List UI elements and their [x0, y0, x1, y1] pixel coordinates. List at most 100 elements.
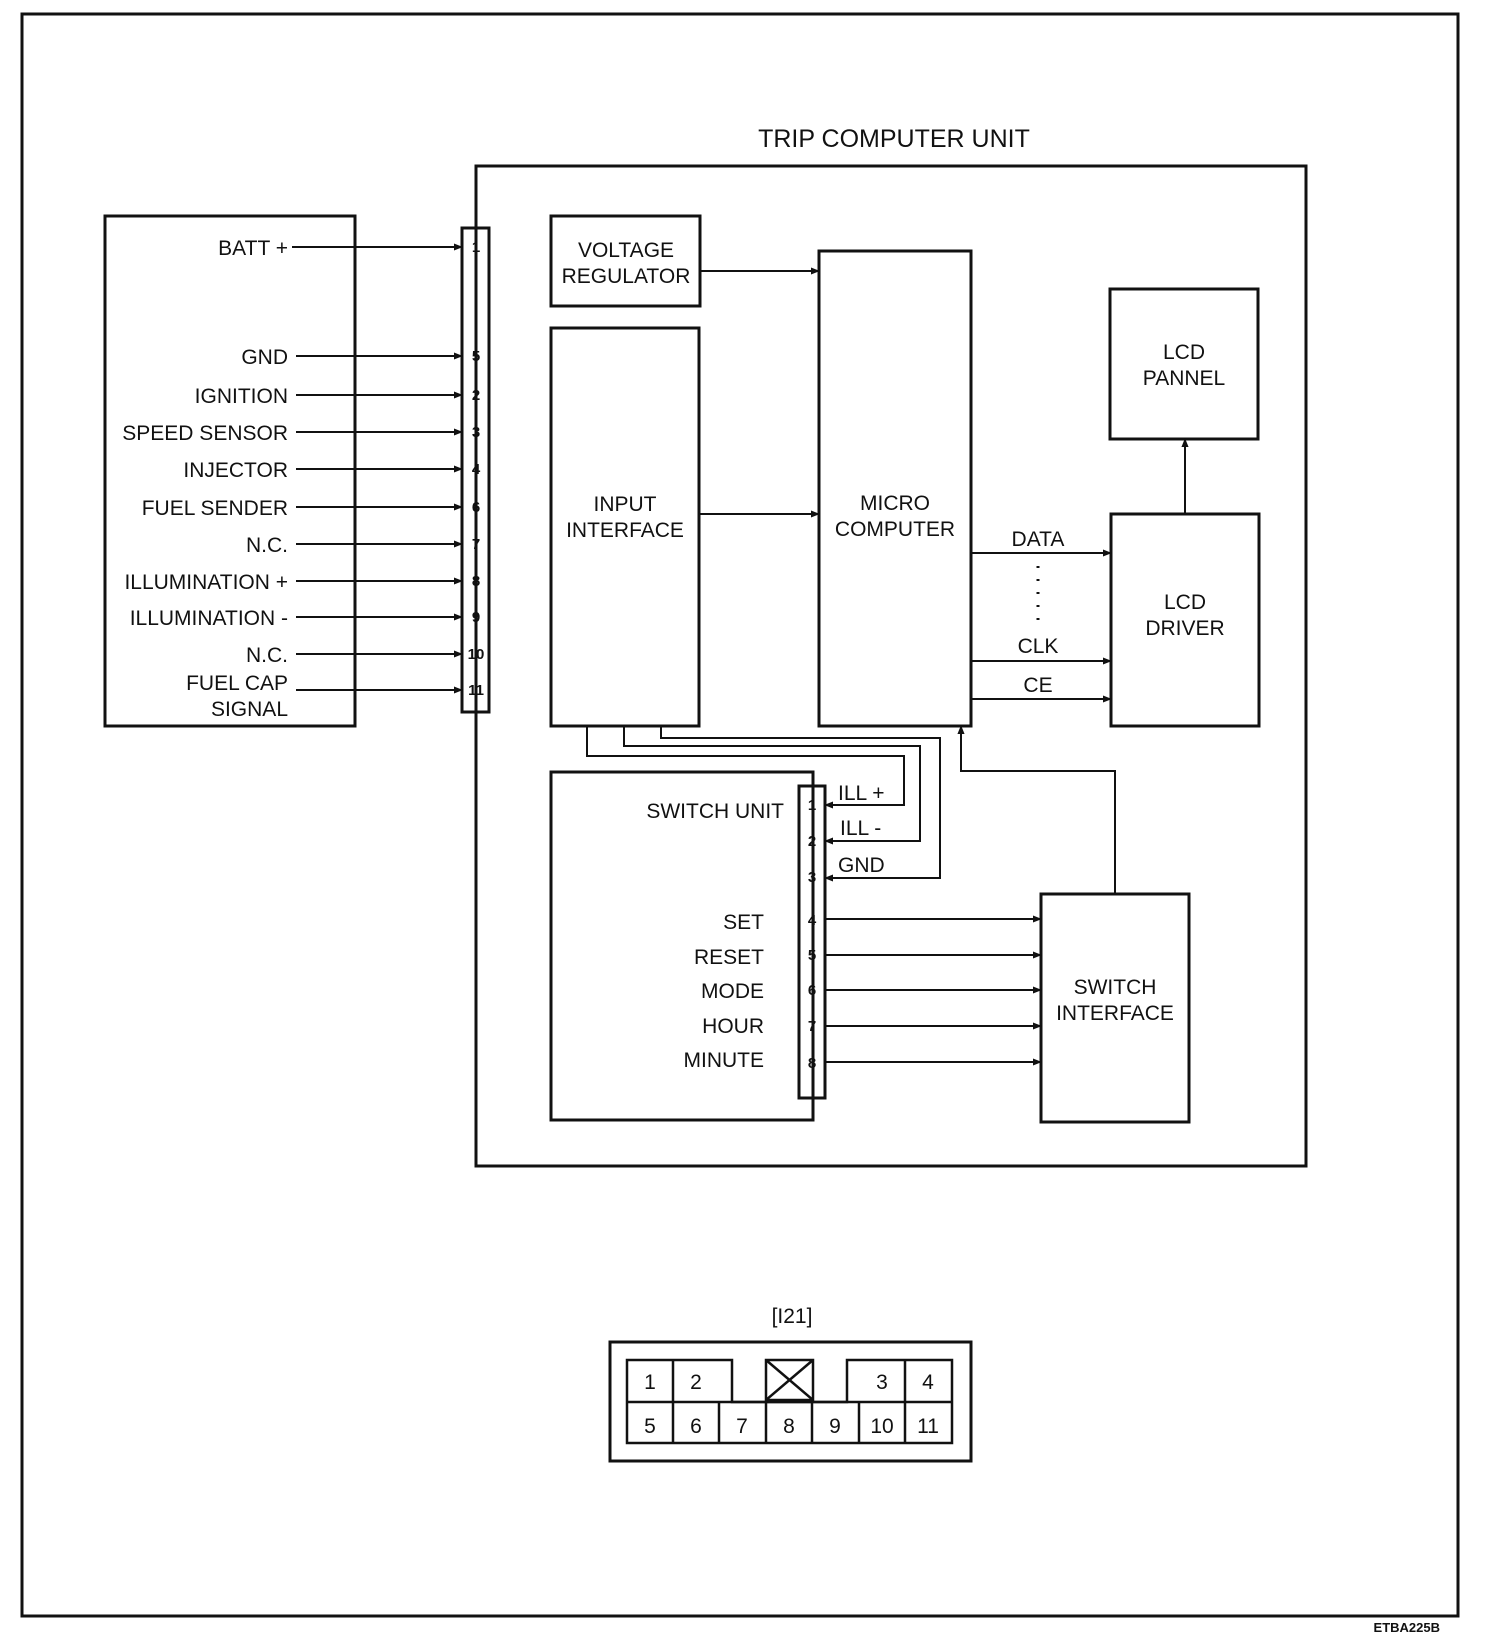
voltage-regulator-label-line2: REGULATOR — [562, 265, 691, 288]
switch-pin-8: MINUTE 8 — [684, 1049, 1042, 1072]
signal-fuel-cap: FUEL CAP SIGNAL 11 — [186, 672, 484, 721]
connector-name: [I21] — [772, 1305, 813, 1328]
micro-computer-label-line1: MICRO — [860, 492, 930, 515]
connector-pin: 3 — [876, 1371, 888, 1394]
left-signals: BATT + 1 GND 5 IGNITION 2 SPEED SENSOR 3… — [122, 237, 484, 721]
bus-label-clk: CLK — [1018, 635, 1059, 658]
signal-pin: 7 — [472, 536, 480, 553]
signal-label: GND — [241, 346, 288, 369]
switch-pin-6: MODE 6 — [701, 980, 1042, 1003]
signal-speed-sensor: SPEED SENSOR 3 — [122, 422, 480, 445]
switch-button-label: HOUR — [702, 1015, 764, 1038]
connector-housing — [608, 1340, 973, 1463]
switch-pin-number: 3 — [808, 869, 816, 886]
connector-pin: 4 — [922, 1371, 934, 1394]
signal-pin: 11 — [468, 682, 484, 699]
connector-pin: 10 — [870, 1415, 893, 1438]
diagram-title: TRIP COMPUTER UNIT — [758, 125, 1030, 153]
switch-pin-2: 2 ILL - — [808, 817, 881, 850]
input-interface-block: INPUT INTERFACE — [549, 326, 701, 728]
signal-pin: 2 — [472, 387, 480, 404]
internal-wiring: DATA CLK CE — [586, 267, 1189, 894]
signal-pin: 3 — [472, 424, 480, 441]
switch-unit-box — [549, 770, 815, 1122]
signal-label: N.C. — [246, 644, 288, 667]
signal-pin: 10 — [468, 646, 485, 663]
connector-pin: 5 — [644, 1415, 656, 1438]
switch-pin-1: 1 ILL + — [808, 782, 885, 814]
micro-computer-block: MICRO COMPUTER — [817, 249, 973, 728]
connector-pin: 8 — [783, 1415, 795, 1438]
signal-injector: INJECTOR 4 — [183, 459, 480, 482]
signal-nc-7: N.C. 7 — [246, 534, 480, 557]
switch-button-label: SET — [723, 911, 764, 934]
signal-illumination-plus: ILLUMINATION + 8 — [124, 571, 480, 594]
connector-pin: 2 — [690, 1371, 702, 1394]
signal-illumination-minus: ILLUMINATION - 9 — [130, 607, 480, 630]
signal-label: IGNITION — [195, 385, 288, 408]
signal-label: FUEL SENDER — [142, 497, 288, 520]
figure-code: ETBA225B — [1374, 1620, 1440, 1635]
ill-minus-wire — [623, 726, 921, 845]
switch-pin-7: HOUR 7 — [702, 1015, 1042, 1038]
switch-button-label: MINUTE — [684, 1049, 765, 1072]
signal-pin: 6 — [472, 499, 480, 516]
switch-wire-label: ILL - — [840, 817, 881, 840]
signal-pin: 9 — [472, 609, 480, 626]
lcd-driver-label-line2: DRIVER — [1145, 617, 1224, 640]
micro-computer-box — [817, 249, 973, 728]
voltage-regulator-block: VOLTAGE REGULATOR — [549, 214, 702, 308]
signal-label: SPEED SENSOR — [122, 422, 288, 445]
signal-ignition: IGNITION 2 — [195, 385, 481, 408]
signal-pin: 5 — [472, 348, 480, 365]
lcd-pannel-label-line1: LCD — [1163, 341, 1205, 364]
connector-pin: 7 — [736, 1415, 748, 1438]
signal-pin: 1 — [472, 239, 480, 256]
switch-unit-block: SWITCH UNIT — [549, 770, 827, 1122]
bus-label-data: DATA — [1012, 528, 1065, 551]
switch-pin-number: 4 — [808, 912, 817, 929]
signal-pin: 4 — [472, 461, 481, 478]
switch-pin-number: 6 — [808, 982, 816, 999]
switch-interface-label-line2: INTERFACE — [1056, 1002, 1174, 1025]
switch-pin-3: 3 GND — [808, 854, 885, 886]
signal-label: BATT + — [218, 237, 288, 260]
switch-interface-block: SWITCH INTERFACE — [1039, 892, 1191, 1124]
connector-face-view: [I21] 1 2 3 4 5 6 7 8 9 10 11 — [608, 1305, 973, 1463]
switch-button-label: RESET — [694, 946, 764, 969]
connector-cavity-outline — [625, 1358, 954, 1445]
switch-pin-number: 8 — [808, 1055, 816, 1072]
input-interface-label-line1: INPUT — [594, 493, 657, 516]
signal-gnd: GND 5 — [241, 346, 480, 369]
micro-computer-label-line2: COMPUTER — [835, 518, 955, 541]
connector-pin: 6 — [690, 1415, 702, 1438]
switch-unit-label: SWITCH UNIT — [646, 800, 784, 823]
trip-computer-unit-box — [474, 164, 1308, 1168]
bus-label-ce: CE — [1023, 674, 1052, 697]
switch-interface-label-line1: SWITCH — [1074, 976, 1157, 999]
lcd-driver-label-line1: LCD — [1164, 591, 1206, 614]
signal-label-line2: SIGNAL — [211, 698, 288, 721]
switch-interface-to-micro-wire — [957, 725, 1116, 894]
connector-pin: 9 — [829, 1415, 841, 1438]
signal-batt-plus: BATT + 1 — [218, 237, 480, 260]
connector-pin: 11 — [917, 1415, 939, 1438]
switch-pin-number: 1 — [808, 797, 816, 814]
voltage-regulator-label-line1: VOLTAGE — [578, 239, 674, 262]
switch-pin-number: 2 — [808, 833, 816, 850]
signal-pin: 8 — [472, 573, 480, 590]
outer-frame — [20, 12, 1460, 1618]
input-interface-label-line2: INTERFACE — [566, 519, 684, 542]
connector-lock-icon — [764, 1358, 815, 1402]
signal-nc-10: N.C. 10 — [246, 644, 484, 667]
switch-wire-label: ILL + — [838, 782, 885, 805]
switch-pin-number: 5 — [808, 947, 816, 964]
signal-label: INJECTOR — [183, 459, 288, 482]
lcd-pannel-box — [1108, 287, 1260, 441]
switch-unit-connector — [797, 784, 827, 1100]
signal-label: ILLUMINATION + — [124, 571, 288, 594]
signal-label: FUEL CAP — [186, 672, 288, 695]
lcd-driver-block: LCD DRIVER — [1109, 512, 1261, 728]
switch-pin-5: RESET 5 — [694, 946, 1042, 969]
